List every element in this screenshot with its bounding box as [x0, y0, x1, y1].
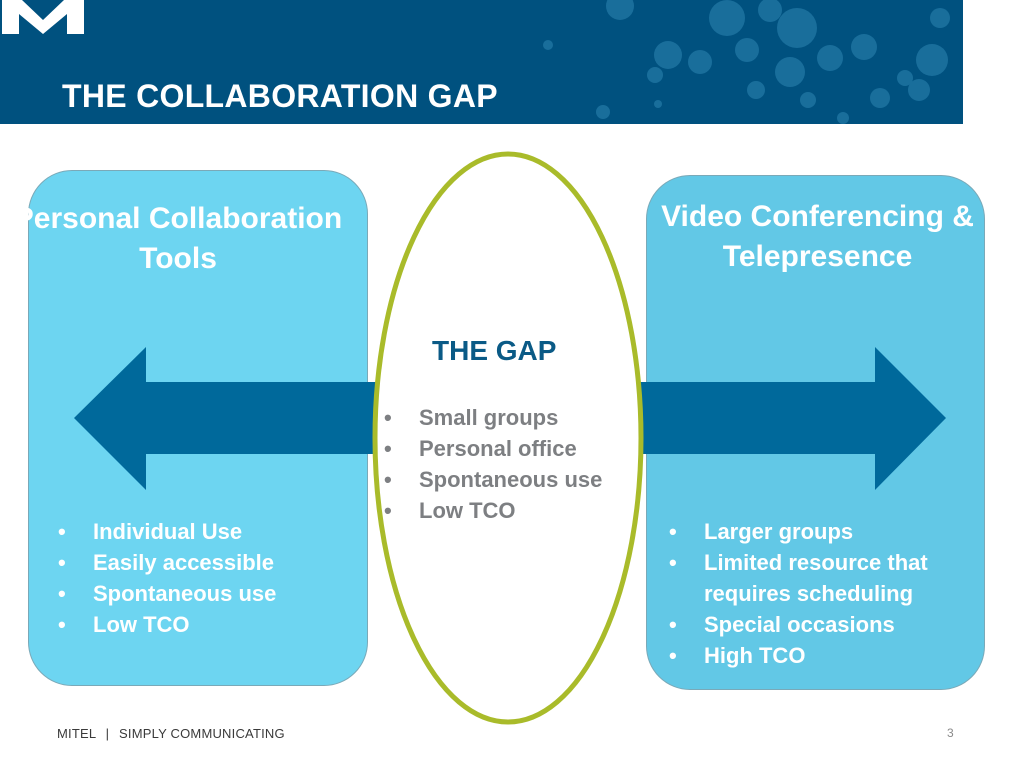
footer-tagline: SIMPLY COMMUNICATING	[119, 726, 285, 741]
footer-divider: |	[105, 726, 110, 741]
page-number: 3	[947, 726, 954, 740]
list-item: Spontaneous use	[384, 464, 602, 495]
gap-bullet-list: Small groups Personal office Spontaneous…	[384, 402, 602, 526]
list-item: Personal office	[384, 433, 602, 464]
list-item: High TCO	[669, 640, 979, 671]
list-item: Individual Use	[58, 516, 276, 547]
personal-collaboration-title: Personal Collaboration Tools	[13, 202, 343, 275]
right-arrow-icon	[636, 347, 946, 490]
footer-branding: MITEL | SIMPLY COMMUNICATING	[57, 726, 285, 741]
list-item: Larger groups	[669, 516, 979, 547]
left-arrow-icon	[74, 347, 380, 490]
header-banner: THE COLLABORATION GAP	[0, 0, 963, 124]
mitel-m-logo-icon	[2, 0, 84, 34]
list-item: Small groups	[384, 402, 602, 433]
video-conferencing-title: Video Conferencing & Telepresence	[661, 200, 974, 273]
list-item: Easily accessible	[58, 547, 276, 578]
header-bubbles-decoration	[0, 0, 963, 124]
personal-collaboration-bullet-list: Individual Use Easily accessible Spontan…	[58, 516, 276, 640]
video-conferencing-bullet-list: Larger groups Limited resource that requ…	[669, 516, 979, 671]
list-item: Spontaneous use	[58, 578, 276, 609]
list-item: Low TCO	[58, 609, 276, 640]
list-item: Low TCO	[384, 495, 602, 526]
list-item: Special occasions	[669, 609, 979, 640]
gap-title: THE GAP	[432, 335, 557, 366]
slide-title: THE COLLABORATION GAP	[62, 78, 498, 114]
footer-brand: MITEL	[57, 726, 96, 741]
list-item: Limited resource that requires schedulin…	[669, 547, 979, 609]
